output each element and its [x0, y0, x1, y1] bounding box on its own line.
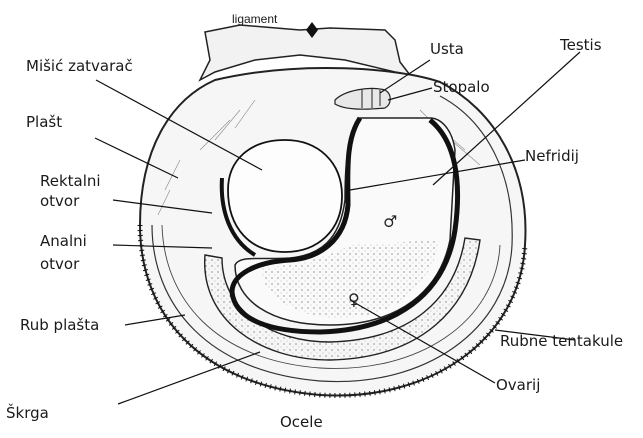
label-nefridij: Nefridij: [525, 147, 579, 165]
label-misic-zatvarac: Mišić zatvarač: [26, 57, 133, 75]
label-rektalni-otvor-2: otvor: [40, 192, 79, 210]
label-ligament: ligament: [232, 10, 277, 28]
label-ovarij: Ovarij: [496, 376, 540, 394]
label-plast: Plašt: [26, 113, 62, 131]
female-symbol: ♀: [348, 290, 360, 309]
label-analni-otvor-1: Analni: [40, 232, 87, 250]
label-rubne-tentakule: Rubne tentakule: [500, 332, 623, 350]
label-skrga: Škrga: [6, 404, 49, 422]
label-rektalni-otvor-1: Rektalni: [40, 172, 101, 190]
label-analni-otvor-2: otvor: [40, 255, 79, 273]
label-rub-plasta: Rub plašta: [20, 316, 99, 334]
label-stopalo: Stopalo: [433, 78, 490, 96]
label-testis: Testis: [560, 36, 602, 54]
adductor-muscle: [228, 140, 342, 252]
label-usta: Usta: [430, 40, 464, 58]
male-symbol: ♂: [383, 212, 397, 231]
label-ocele: Ocele: [280, 413, 323, 431]
